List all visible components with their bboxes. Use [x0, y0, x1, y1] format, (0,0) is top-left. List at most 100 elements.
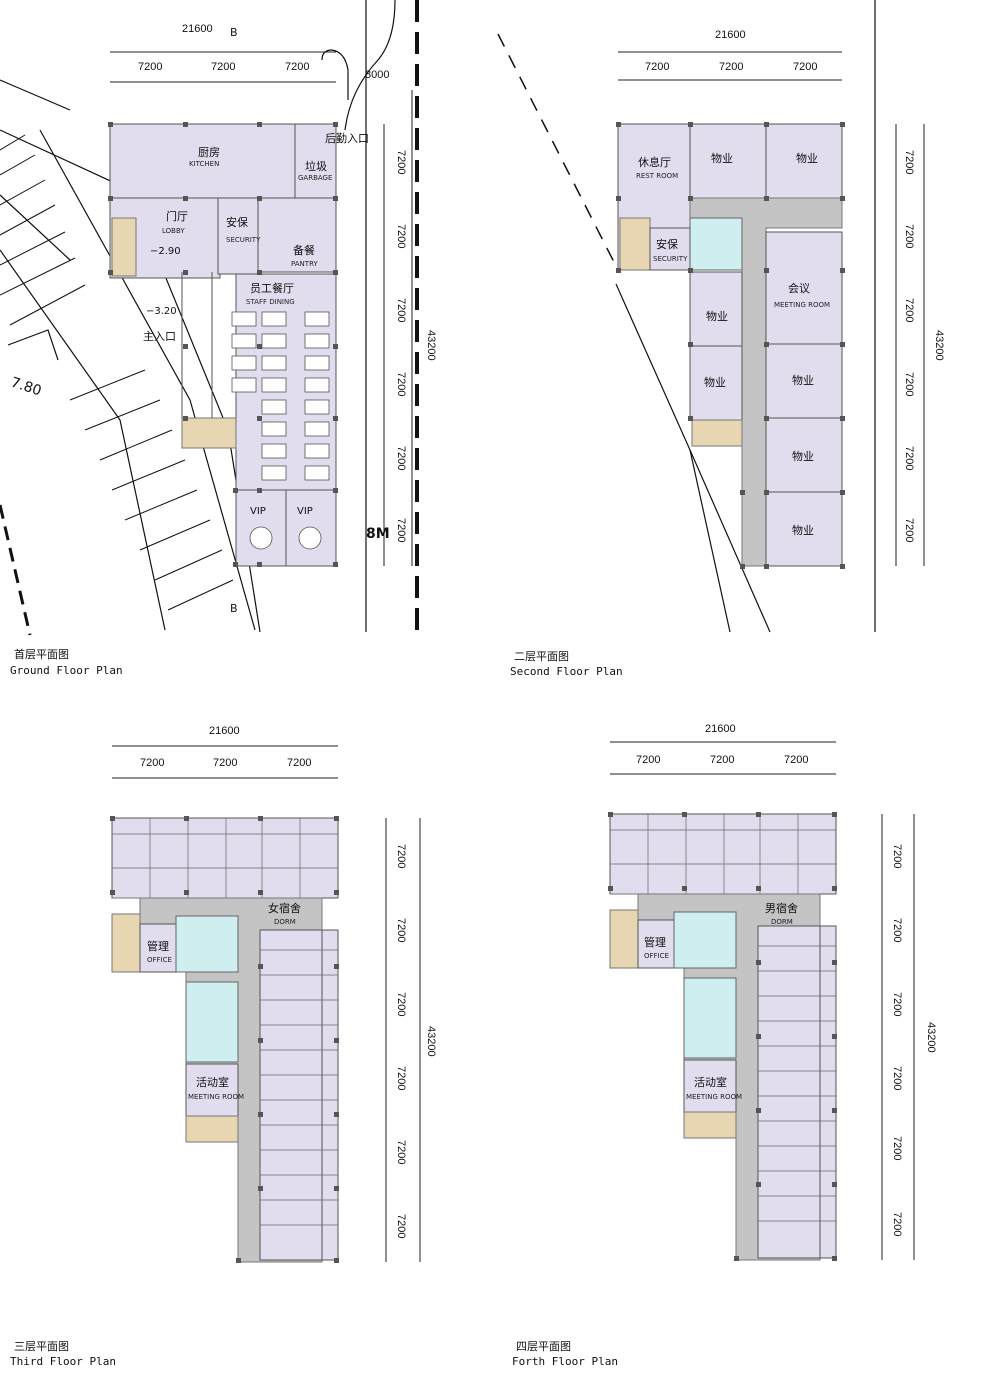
- second-floor-plan: 休息厅 REST ROOM 物业 物业 安保 SECURITY 会议 MEETI…: [497, 0, 945, 678]
- rest-room-label-en: REST ROOM: [636, 172, 678, 180]
- level-marker-1: −2.90: [150, 246, 181, 257]
- pantry-label-en: PANTRY: [291, 260, 318, 268]
- property-label: 物业: [792, 523, 814, 537]
- level-marker-3: 7.80: [9, 375, 44, 400]
- dim-bay: 7200: [719, 61, 743, 73]
- security-label-en: SECURITY: [226, 236, 261, 244]
- stair: [181, 417, 237, 449]
- dim-bay: 7200: [211, 61, 235, 73]
- dim-bay: 7200: [395, 150, 407, 174]
- dim-bay: 7200: [891, 918, 903, 942]
- plan-title-en: Forth Floor Plan: [512, 1355, 618, 1368]
- dim-bay: 7200: [395, 918, 407, 942]
- fourth-floor-plan: 男宿舍 DORM 管理 OFFICE 活动室 MEETING ROOM 2160…: [512, 723, 937, 1368]
- dim-bay: 7200: [645, 61, 669, 73]
- garbage-room: [294, 123, 337, 199]
- dim-bay: 7200: [395, 1066, 407, 1090]
- kitchen-label-en: KITCHEN: [189, 160, 219, 168]
- dim-total-length: 43200: [925, 1022, 937, 1053]
- dining-label: 员工餐厅: [250, 281, 294, 295]
- kitchen-label: 厨房: [198, 146, 220, 159]
- activity-label: 活动室: [694, 1075, 727, 1089]
- meeting-label: 会议: [788, 282, 810, 295]
- dim-total-length: 43200: [425, 330, 437, 361]
- dim-bay: 7200: [395, 1140, 407, 1164]
- property-label: 物业: [711, 151, 733, 165]
- dorm-label: 男宿舍: [765, 901, 798, 915]
- road-width-label: 8M: [366, 526, 390, 542]
- security-label-en: SECURITY: [653, 255, 688, 263]
- dorm-label: 女宿舍: [268, 901, 301, 915]
- dim-bay: 7200: [395, 446, 407, 470]
- section-mark-bottom: B: [230, 602, 238, 615]
- main-entry-label: 主入口: [143, 330, 176, 343]
- activity-label-en: MEETING ROOM: [686, 1093, 742, 1101]
- activity-label-en: MEETING ROOM: [188, 1093, 244, 1101]
- meeting-label-en: MEETING ROOM: [774, 301, 830, 309]
- dim-bay: 7200: [903, 518, 915, 542]
- dim-total-length: 43200: [425, 1026, 437, 1057]
- plan-title-cn: 三层平面图: [14, 1340, 69, 1353]
- dining-label-en: STAFF DINING: [246, 298, 295, 306]
- dim-bay: 7200: [793, 61, 817, 73]
- dim-bay: 7200: [784, 754, 808, 766]
- dim-bay: 7200: [395, 992, 407, 1016]
- property-label: 物业: [706, 309, 728, 323]
- plan-title-cn: 四层平面图: [516, 1340, 571, 1353]
- activity-label: 活动室: [196, 1075, 229, 1089]
- dorm-label-en: DORM: [274, 918, 296, 926]
- dim-bay: 7200: [903, 224, 915, 248]
- vip-label-2: VIP: [297, 506, 313, 517]
- dim-total-length: 43200: [933, 330, 945, 361]
- office-label: 管理: [147, 939, 169, 953]
- dim-bay: 7200: [395, 298, 407, 322]
- rest-room-label: 休息厅: [638, 155, 671, 169]
- dim-bay: 7200: [140, 757, 164, 769]
- rear-entry-label: 后勤入口: [325, 132, 369, 145]
- dim-bay: 7200: [891, 1136, 903, 1160]
- garbage-label-en: GARBAGE: [298, 174, 332, 182]
- stair: [111, 217, 137, 277]
- plan-title-cn: 二层平面图: [514, 650, 569, 663]
- office-label: 管理: [644, 935, 666, 949]
- vip-label-1: VIP: [250, 506, 266, 517]
- level-marker-2: −3.20: [146, 306, 177, 317]
- dorm-label-en: DORM: [771, 918, 793, 926]
- dim-bay: 7200: [891, 1066, 903, 1090]
- dim-bay: 7200: [395, 224, 407, 248]
- dim-bay: 7200: [138, 61, 162, 73]
- dim-bay: 7200: [395, 844, 407, 868]
- dim-bay: 7200: [395, 518, 407, 542]
- dim-bay: 7200: [903, 150, 915, 174]
- dim-total-width: 21600: [715, 29, 746, 41]
- property-label: 物业: [792, 373, 814, 387]
- office-label-en: OFFICE: [147, 956, 172, 964]
- dim-bay: 7200: [636, 754, 660, 766]
- dim-bay: 7200: [903, 446, 915, 470]
- third-floor-plan: 女宿舍 DORM 管理 OFFICE 活动室 MEETING ROOM 2160…: [10, 725, 437, 1368]
- dim-bay: 7200: [891, 992, 903, 1016]
- dim-bay: 7200: [213, 757, 237, 769]
- dim-bay: 7200: [891, 1212, 903, 1236]
- dim-bay: 7200: [285, 61, 309, 73]
- dim-bay: 7200: [891, 844, 903, 868]
- dim-bay: 7200: [395, 372, 407, 396]
- dim-bay: 7200: [903, 372, 915, 396]
- dim-bay: 7200: [395, 1214, 407, 1238]
- property-label: 物业: [792, 449, 814, 463]
- dim-total-width: 21600: [182, 23, 213, 35]
- garbage-label: 垃圾: [305, 159, 327, 173]
- dim-bay: 7200: [287, 757, 311, 769]
- property-label: 物业: [796, 151, 818, 165]
- lobby-label: 门厅: [166, 209, 188, 223]
- plan-title-en: Second Floor Plan: [510, 665, 623, 678]
- ground-floor-plan: 厨房 KITCHEN 垃圾 GARBAGE 后勤入口 门厅 LOBBY 安保 S…: [0, 0, 437, 677]
- lobby-label-en: LOBBY: [162, 227, 185, 235]
- section-mark-top: B: [230, 26, 238, 39]
- plan-title-en: Ground Floor Plan: [10, 664, 123, 677]
- plan-title-cn: 首层平面图: [14, 647, 69, 661]
- dim-bay: 7200: [710, 754, 734, 766]
- dim-total-width: 21600: [705, 723, 736, 735]
- pantry-label: 备餐: [293, 243, 315, 257]
